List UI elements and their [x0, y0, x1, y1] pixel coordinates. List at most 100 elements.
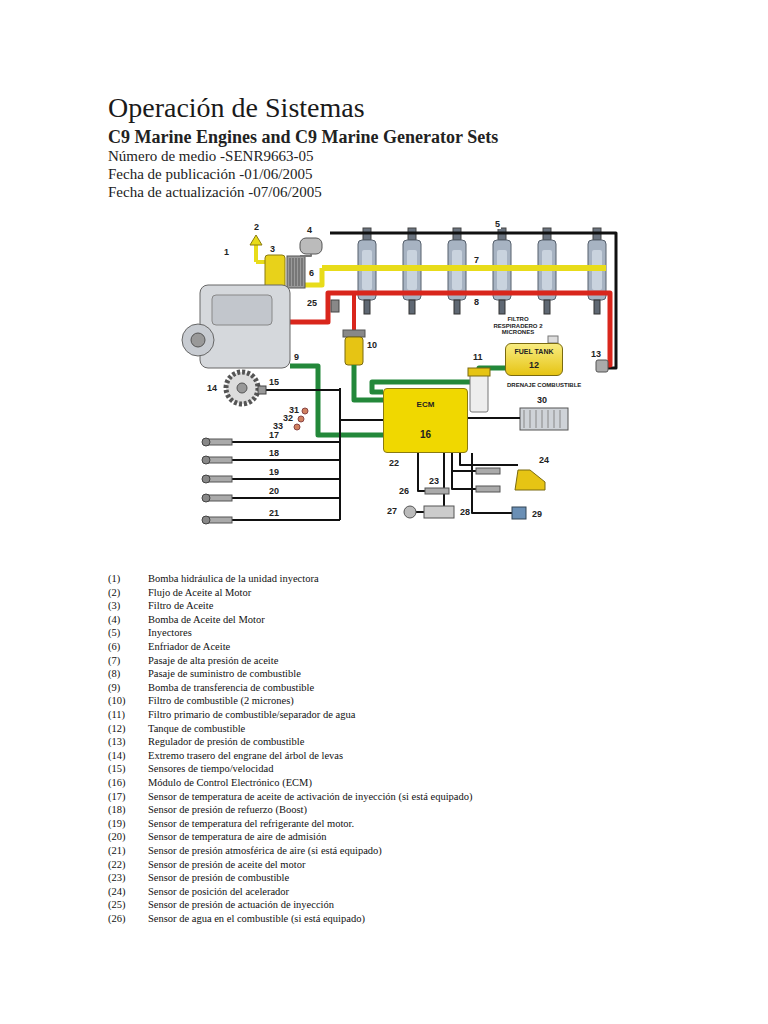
legend-cell: Extremo trasero del engrane del árbol de… [148, 750, 343, 761]
legend-cell: Bomba de transferencia de combustible [148, 682, 314, 693]
harness-wire [340, 419, 383, 421]
callout-number: 6 [308, 268, 315, 278]
legend-cell: Sensores de tiempo/velocidad [148, 763, 273, 774]
injector-nozzle [544, 300, 550, 314]
camshaft-gear [226, 372, 258, 404]
sensor-wire [232, 459, 340, 461]
injector-nozzle [364, 300, 370, 314]
fuel-line [352, 293, 356, 335]
node-heading: ECM [417, 401, 435, 410]
legend-cell: (16) [108, 777, 126, 788]
pump-hub [182, 324, 214, 356]
fuel-pressure-sensor [476, 468, 500, 474]
legend-cell: (17) [108, 791, 126, 802]
breather-filter [548, 336, 558, 343]
legend-cell: (22) [108, 859, 126, 870]
sensor-tip [202, 456, 210, 464]
oil-line [256, 260, 265, 264]
callout-number: 17 [268, 430, 280, 440]
wire [472, 453, 512, 513]
fuel-pressure-sensor [476, 486, 500, 492]
header-line: Fecha de publicación -01/06/2005 [108, 166, 313, 183]
injector-nozzle [499, 300, 505, 314]
callout-number: 24 [538, 455, 550, 465]
separator-cap [468, 368, 490, 376]
legend-cell: (14) [108, 750, 126, 761]
callout-number: 1 [223, 247, 230, 257]
callout-number: 25 [306, 298, 318, 308]
pressure-regulator [596, 360, 608, 372]
callout-number: 28 [459, 507, 471, 517]
legend-cell: Sensor de presión de combustible [148, 872, 289, 883]
oil-line [305, 268, 322, 285]
oil-flow-line [254, 243, 258, 262]
sensor-wire [418, 453, 425, 491]
callout-number: 7 [473, 255, 480, 265]
callout-number: 13 [590, 349, 602, 359]
legend-cell: (25) [108, 899, 126, 910]
sensor-wire [232, 497, 340, 499]
cooler-fin [293, 258, 294, 286]
sensor-wire [262, 389, 340, 391]
connector [512, 507, 526, 519]
battery-rib [554, 410, 555, 428]
harness-wire [339, 388, 341, 520]
callout-number: 9 [293, 352, 300, 362]
callout-number: 18 [268, 448, 280, 458]
sensor-tip [202, 516, 210, 524]
legend-cell: Sensor de presión de refuerzo (Boost) [148, 804, 307, 815]
legend-cell: Flujo de Aceite al Motor [148, 587, 251, 598]
callout-number: 2 [253, 222, 260, 232]
legend-cell: Inyectores [148, 627, 192, 638]
sensor-dot [294, 424, 300, 430]
callout-number: 21 [268, 508, 280, 518]
callout-number: 4 [306, 225, 313, 235]
legend-cell: (13) [108, 736, 126, 747]
legend-cell: (6) [108, 641, 120, 652]
transfer-line [290, 366, 383, 435]
legend-cell: (19) [108, 818, 126, 829]
legend-cell: (18) [108, 804, 126, 815]
legend-cell: (20) [108, 831, 126, 842]
cooler-fin [299, 258, 300, 286]
legend-cell: Bomba hidráulica de la unidad inyectora [148, 573, 319, 584]
callout-number: 14 [206, 383, 218, 393]
gauge [404, 506, 416, 518]
oil-cooler [287, 256, 305, 288]
pump-detail [212, 295, 272, 325]
callout-number: 33 [272, 421, 284, 431]
node-heading: FUEL TANK [514, 348, 553, 356]
page-title: Operación de Sistemas [108, 92, 365, 124]
callout-number: 5 [494, 219, 501, 229]
water-separator [470, 372, 488, 412]
legend-cell: (24) [108, 886, 126, 897]
callout-number: 29 [531, 509, 543, 519]
pump-shaft [191, 333, 205, 347]
sensor-wire [232, 441, 340, 443]
subtitle: C9 Marine Engines and C9 Marine Generato… [108, 127, 498, 148]
cooler-fin [302, 258, 303, 286]
legend-cell: (8) [108, 668, 120, 679]
throttle-pedal [515, 470, 545, 490]
oil-rail-line [322, 265, 606, 271]
legend-cell: Módulo de Control Electrónico (ECM) [148, 777, 312, 788]
callout-number: 19 [268, 467, 280, 477]
legend-cell: Sensor de presión atmosférica de aire (s… [148, 845, 382, 856]
callout-number: 8 [473, 297, 480, 307]
gear-hub [237, 383, 247, 393]
callout-number: 22 [388, 458, 400, 468]
oil-filter [265, 255, 285, 289]
legend-cell: Sensor de agua en el combustible (si est… [148, 913, 365, 924]
battery-wire [468, 417, 520, 419]
legend-cell: Regulador de presión de combustible [148, 736, 304, 747]
cooler-fin [296, 258, 297, 286]
legend-cell: Sensor de temperatura del refrigerante d… [148, 818, 354, 829]
battery-rib [560, 410, 561, 428]
component-label: FILTRO RESPIRADERO 2 MICRONES [490, 316, 546, 336]
legend-cell: Pasaje de alta presión de aceite [148, 655, 278, 666]
legend-cell: Filtro de Aceite [148, 600, 213, 611]
injector-nozzle [454, 300, 460, 314]
callout-number: 3 [269, 244, 276, 254]
legend-cell: (5) [108, 627, 120, 638]
